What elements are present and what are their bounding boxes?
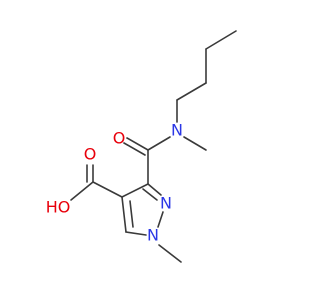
bond-ring-c5-c4-a xyxy=(121,196,127,233)
bond-butyl-c4-c3 xyxy=(205,30,237,50)
bond-n-carbonyl-c xyxy=(147,136,171,151)
structure-canvas: O N HO O N N xyxy=(46,30,237,263)
bond-ring-c5-c4-b xyxy=(129,200,134,228)
bond-ring-c4-c3 xyxy=(121,183,149,198)
molecule-drawing: O N HO O N N xyxy=(46,30,237,263)
bond-ring-c4-cooh xyxy=(92,181,123,198)
atom-n-amide: N xyxy=(171,121,183,140)
bond-n-methyl xyxy=(183,136,207,151)
bond-ring-c3-n2-a xyxy=(147,183,162,196)
bond-amide-co-2 xyxy=(123,142,146,156)
bond-ring-n1-c5 xyxy=(125,231,147,236)
bond-butyl-c2-c1 xyxy=(176,82,207,101)
bond-ring-n2-n1 xyxy=(157,211,164,228)
atom-n-ring-2: N xyxy=(160,194,172,213)
bond-amide-co-1 xyxy=(126,137,149,151)
atom-o-carbonyl-acid: O xyxy=(84,145,97,164)
atom-oh-acid: HO xyxy=(46,198,71,217)
atom-n-ring-1: N xyxy=(147,226,159,245)
atom-o-carbonyl-amide: O xyxy=(113,129,126,148)
bond-acid-c-oh xyxy=(70,181,94,201)
bond-ring-c3-n2-b xyxy=(142,188,158,201)
bond-n1-methyl xyxy=(158,244,182,263)
